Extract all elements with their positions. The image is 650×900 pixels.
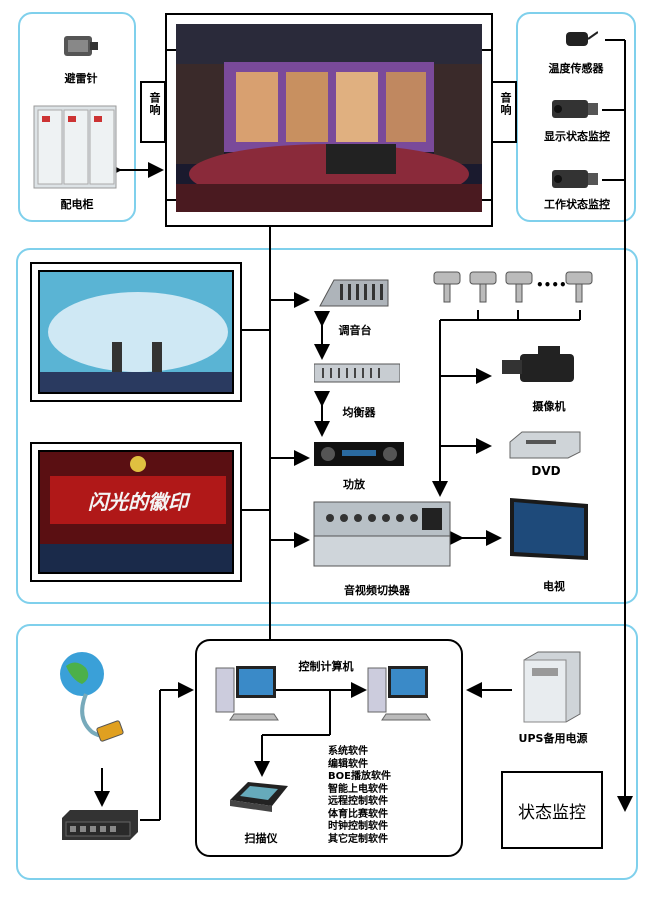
television-icon (506, 494, 590, 570)
surveillance-cameras-icon (430, 268, 600, 308)
software-item: 系统软件 (328, 746, 368, 757)
power-cabinet-label: 配电柜 (60, 198, 94, 211)
control-computer-2-icon (364, 662, 434, 724)
software-item: 智能上电软件 (328, 783, 388, 795)
equalizer-icon (314, 362, 400, 384)
amplifier-label: 功放 (343, 478, 365, 491)
video-camera-label: 摄像机 (532, 400, 566, 413)
video-camera-icon (500, 344, 584, 390)
work-monitor-camera-icon (548, 166, 602, 192)
software-list: 系统软件 编辑软件 BOE播放软件 智能上电软件 远程控制软件 体育比赛软件 时… (328, 746, 391, 846)
dvd-label: DVD (531, 464, 561, 478)
lightning-rod-icon (60, 30, 100, 64)
software-item: 时钟控制软件 (328, 821, 388, 832)
camera-dots: •••• (536, 278, 567, 292)
av-switcher-label: 音视频切换器 (344, 584, 410, 597)
scanner-label: 扫描仪 (244, 832, 278, 845)
stage-banner-text: 闪光的徽印 (88, 490, 188, 514)
bottom-panel (16, 624, 638, 880)
led-screen-1-frame (30, 262, 242, 402)
equalizer-label: 均衡器 (342, 406, 376, 419)
middle-panel (16, 248, 638, 604)
mixer-icon (316, 276, 392, 312)
lightning-rod-label: 避雷针 (64, 72, 98, 85)
display-monitor-camera-icon (548, 96, 602, 122)
temperature-sensor-label: 温度传感器 (548, 62, 604, 75)
power-cabinet-icon (32, 104, 118, 190)
software-item: 编辑软件 (328, 758, 368, 770)
led-screen-2-frame: 闪光的徽印 (30, 442, 242, 582)
status-monitor-label: 状态监控 (518, 803, 586, 823)
control-computer-label: 控制计算机 (298, 660, 354, 673)
speaker-right-label: 音响 (499, 92, 512, 116)
network-switch-icon (58, 806, 140, 842)
dvd-icon (506, 428, 582, 460)
control-computer-1-icon (212, 662, 282, 724)
software-item: BOE播放软件 (328, 771, 391, 782)
speaker-left-label: 音响 (148, 92, 161, 116)
amplifier-icon (314, 440, 404, 468)
av-switcher-icon (310, 498, 458, 572)
led-screen-1-image (38, 270, 234, 394)
temperature-sensor-icon (562, 26, 598, 54)
scanner-icon (226, 776, 292, 816)
led-screen-2-image: 闪光的徽印 (38, 450, 234, 574)
network-globe-icon (52, 648, 132, 764)
television-label: 电视 (543, 580, 565, 593)
software-item: 体育比赛软件 (328, 808, 388, 820)
ups-icon (520, 650, 582, 724)
mixer-label: 调音台 (338, 324, 372, 337)
software-item: 远程控制软件 (328, 796, 388, 807)
ups-label: UPS备用电源 (518, 732, 588, 745)
display-monitor-label: 显示状态监控 (544, 130, 610, 143)
software-item: 其它定制软件 (328, 833, 388, 845)
work-monitor-label: 工作状态监控 (544, 198, 610, 211)
top-left-panel (18, 12, 136, 222)
main-led-screen-image (176, 24, 482, 212)
